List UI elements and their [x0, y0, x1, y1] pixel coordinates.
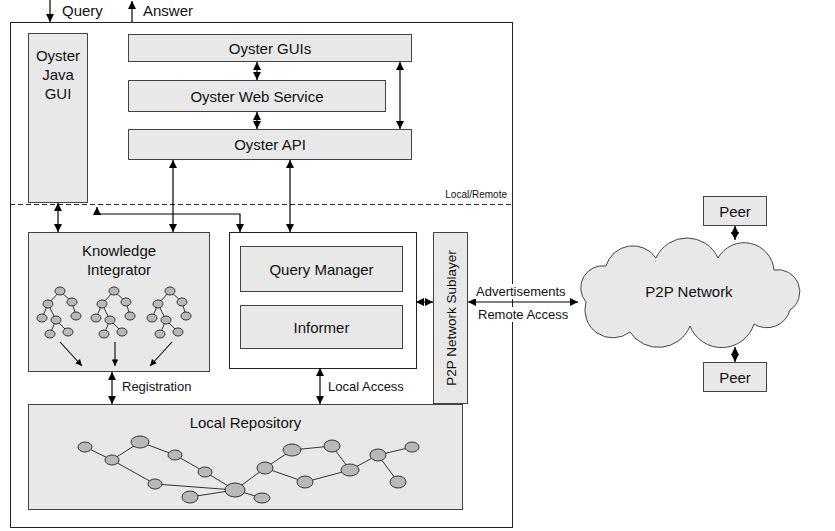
drawing-part	[416, 301, 433, 302]
graph-link	[265, 450, 292, 468]
graph-link	[265, 468, 305, 482]
graph-node	[324, 440, 340, 452]
process-box: Informer	[240, 305, 403, 349]
connector	[256, 112, 257, 129]
graph-link	[332, 446, 350, 470]
node-text: Oyster GUIs	[229, 39, 312, 58]
drawing-part	[131, 1, 132, 22]
cloud-shape	[581, 238, 800, 348]
graph-node	[105, 455, 119, 465]
connector	[172, 160, 173, 232]
connector	[111, 372, 112, 404]
graph-node	[168, 450, 182, 460]
node-text: Peer	[719, 202, 751, 221]
graph-link	[205, 472, 235, 490]
service-box: Oyster Web Service	[128, 80, 386, 112]
graph-link	[305, 470, 350, 482]
drawing-part	[97, 207, 240, 232]
integrator-box: Knowledge Integrator	[28, 232, 210, 372]
node-text: Local Repository	[190, 413, 302, 432]
graph-node	[225, 483, 245, 497]
graph-link	[235, 490, 262, 498]
gui-box: Oyster Java GUI	[28, 33, 88, 203]
drawing-part	[147, 287, 191, 338]
text-label: Local Access	[326, 379, 406, 394]
edge-label: Registration	[120, 379, 193, 394]
peer-box: Peer	[703, 362, 767, 392]
gui-box: Oyster GUIs	[128, 34, 412, 62]
graph-link	[85, 447, 112, 460]
network-cloud: P2P Network	[578, 240, 800, 347]
node-text: Peer	[719, 368, 751, 387]
graph-link	[235, 468, 265, 490]
drawing-part	[91, 287, 135, 338]
graph-node	[390, 476, 406, 488]
graph-node	[257, 462, 273, 474]
drawing-part	[49, 0, 50, 22]
graph-node	[405, 442, 419, 452]
graph-node	[182, 491, 198, 503]
node-text: Knowledge Integrator	[64, 241, 174, 279]
graph-link	[378, 447, 412, 455]
graph-link	[155, 484, 235, 490]
graph-node	[283, 444, 301, 456]
text-label: Local/Remote	[443, 189, 509, 201]
drawing-part	[150, 342, 172, 366]
graph-link	[292, 446, 332, 450]
graph-node	[341, 464, 359, 476]
graph-link	[140, 442, 175, 455]
graph-node	[131, 436, 149, 448]
text-label: Query	[60, 3, 105, 18]
node-text: Informer	[294, 318, 350, 337]
network-layer-box: P2P Network Sublayer	[433, 232, 468, 404]
connector	[57, 203, 58, 232]
api-box: Oyster API	[128, 129, 412, 160]
connector	[734, 226, 735, 240]
graph-link	[112, 442, 140, 460]
drawing-part	[10, 204, 512, 205]
drawing-part	[37, 287, 81, 338]
repository-graph	[78, 436, 419, 503]
graph-link	[350, 455, 378, 470]
node-text: P2P Network	[645, 282, 732, 301]
graph-node	[148, 479, 162, 489]
drawing-part	[60, 342, 82, 366]
drawing-part	[230, 233, 417, 369]
text-label: Remote Access	[476, 307, 570, 322]
drawing-part	[114, 342, 115, 366]
graph-node	[254, 493, 270, 503]
graph-link	[378, 455, 398, 482]
node-text: Oyster API	[234, 135, 306, 154]
edge-label: Advertisements	[474, 284, 568, 299]
graph-node	[370, 449, 386, 461]
connector	[256, 62, 257, 80]
connector	[468, 301, 578, 302]
peer-box: Peer	[703, 196, 767, 226]
knowledge-trees	[37, 287, 191, 338]
frame-shapes	[10, 23, 513, 528]
drawing-part	[289, 160, 290, 232]
node-text: P2P Network Sublayer	[441, 232, 460, 404]
graph-node	[78, 442, 92, 452]
graph-link	[175, 455, 205, 472]
graph-link	[190, 490, 235, 497]
node-text: Query Manager	[269, 260, 373, 279]
tree-arrows	[60, 342, 172, 366]
connector	[734, 347, 735, 362]
node-text: Oyster Web Service	[190, 87, 323, 106]
text-label: Answer	[141, 3, 195, 18]
repository-box: Local Repository	[28, 404, 463, 510]
graph-node	[198, 467, 212, 477]
node-text: Oyster Java GUI	[32, 46, 84, 103]
graph-link	[112, 460, 155, 484]
drawing-part	[11, 23, 513, 528]
graph-node	[297, 476, 313, 488]
process-box: Query Manager	[240, 246, 403, 292]
drawing-part	[319, 368, 320, 404]
connector	[399, 62, 400, 129]
